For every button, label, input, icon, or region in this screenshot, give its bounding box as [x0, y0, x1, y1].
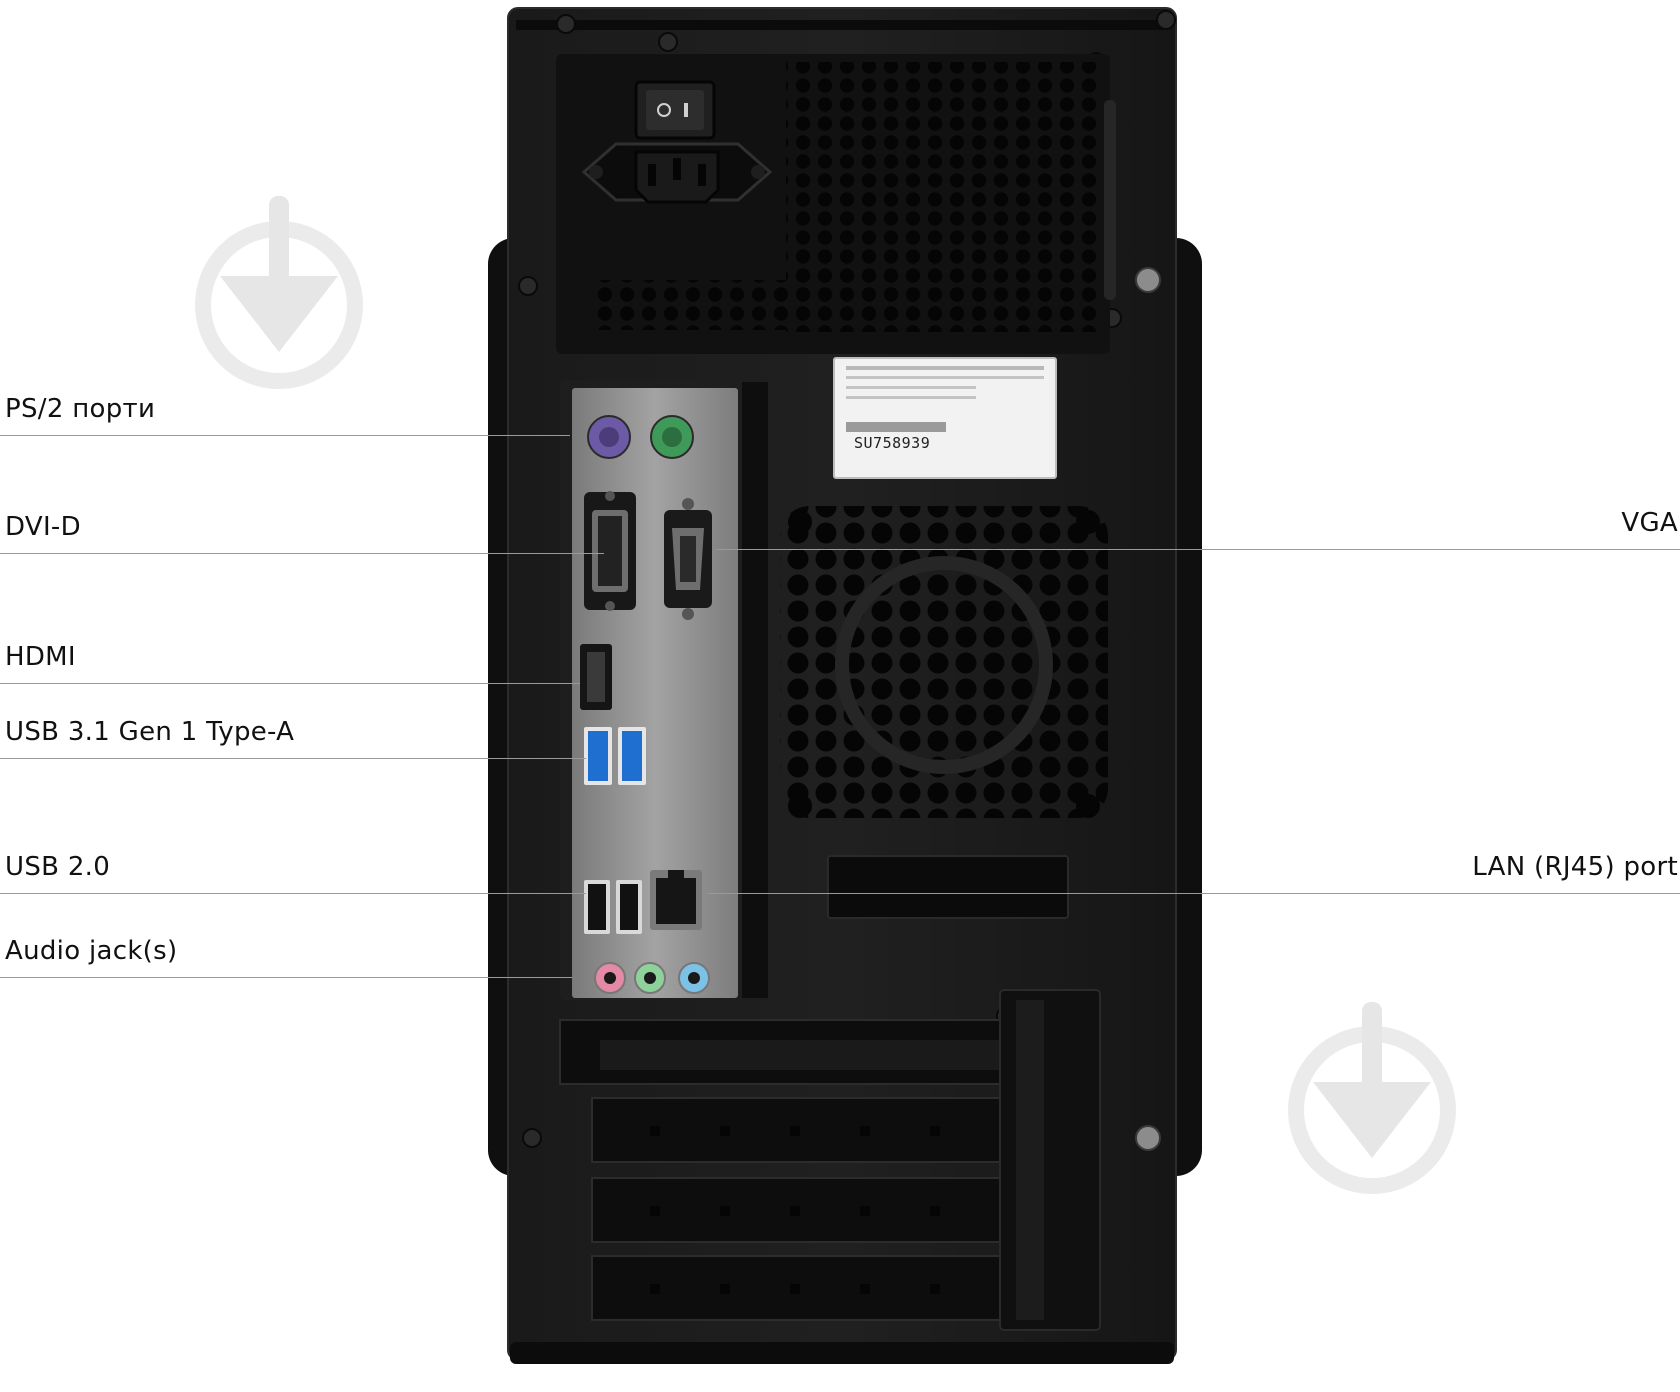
callout-ps2-ports: PS/2 порти	[0, 376, 570, 436]
power-switch[interactable]	[634, 80, 716, 140]
expansion-slots	[559, 989, 1101, 1331]
ps2-keyboard-port[interactable]	[587, 415, 631, 459]
callout-usb3: USB 3.1 Gen 1 Type-A	[0, 699, 586, 759]
usb3-ports[interactable]	[584, 727, 646, 785]
callout-dvi-d: DVI-D	[0, 494, 604, 554]
dvi-d-port[interactable]	[584, 491, 636, 611]
ac-power-socket[interactable]	[581, 142, 773, 204]
lan-rj45-port[interactable]	[650, 870, 702, 930]
callout-audio-line	[0, 977, 572, 978]
callout-usb2: USB 2.0	[0, 834, 586, 894]
callout-ps2-label: PS/2 порти	[5, 394, 156, 424]
serial-number-sticker	[833, 357, 1057, 479]
callout-lan-line	[708, 893, 1680, 894]
callout-hdmi: HDMI	[0, 624, 580, 684]
callout-hdmi-label: HDMI	[5, 642, 76, 672]
watermark-download-icon-left	[195, 196, 363, 389]
ps2-mouse-port[interactable]	[650, 415, 694, 459]
callout-vga-line	[716, 549, 1680, 550]
callout-audio-label: Audio jack(s)	[5, 936, 178, 966]
vga-port[interactable]	[664, 498, 712, 620]
callout-usb3-label: USB 3.1 Gen 1 Type-A	[5, 717, 295, 747]
callout-usb3-line	[0, 758, 586, 759]
hdmi-port[interactable]	[580, 644, 612, 710]
watermark-download-icon-right	[1288, 1002, 1456, 1194]
callout-lan-port: LAN (RJ45) port	[708, 834, 1680, 894]
usb2-ports[interactable]	[584, 880, 642, 934]
rear-slot-cutout	[827, 855, 1069, 919]
rear-fan-grille	[780, 506, 1108, 818]
audio-jacks[interactable]	[594, 962, 710, 994]
callout-lan-label: LAN (RJ45) port	[1472, 852, 1678, 882]
callout-ps2-line	[0, 435, 570, 436]
callout-dvi-label: DVI-D	[5, 512, 81, 542]
callout-hdmi-line	[0, 683, 580, 684]
callout-usb2-label: USB 2.0	[5, 852, 111, 882]
callout-vga-label: VGA	[1621, 508, 1678, 538]
callout-usb2-line	[0, 893, 586, 894]
callout-dvi-line	[0, 553, 604, 554]
callout-audio-jacks: Audio jack(s)	[0, 918, 572, 978]
callout-vga: VGA	[716, 490, 1680, 550]
sticker-serial-number: SU758939	[854, 434, 931, 452]
